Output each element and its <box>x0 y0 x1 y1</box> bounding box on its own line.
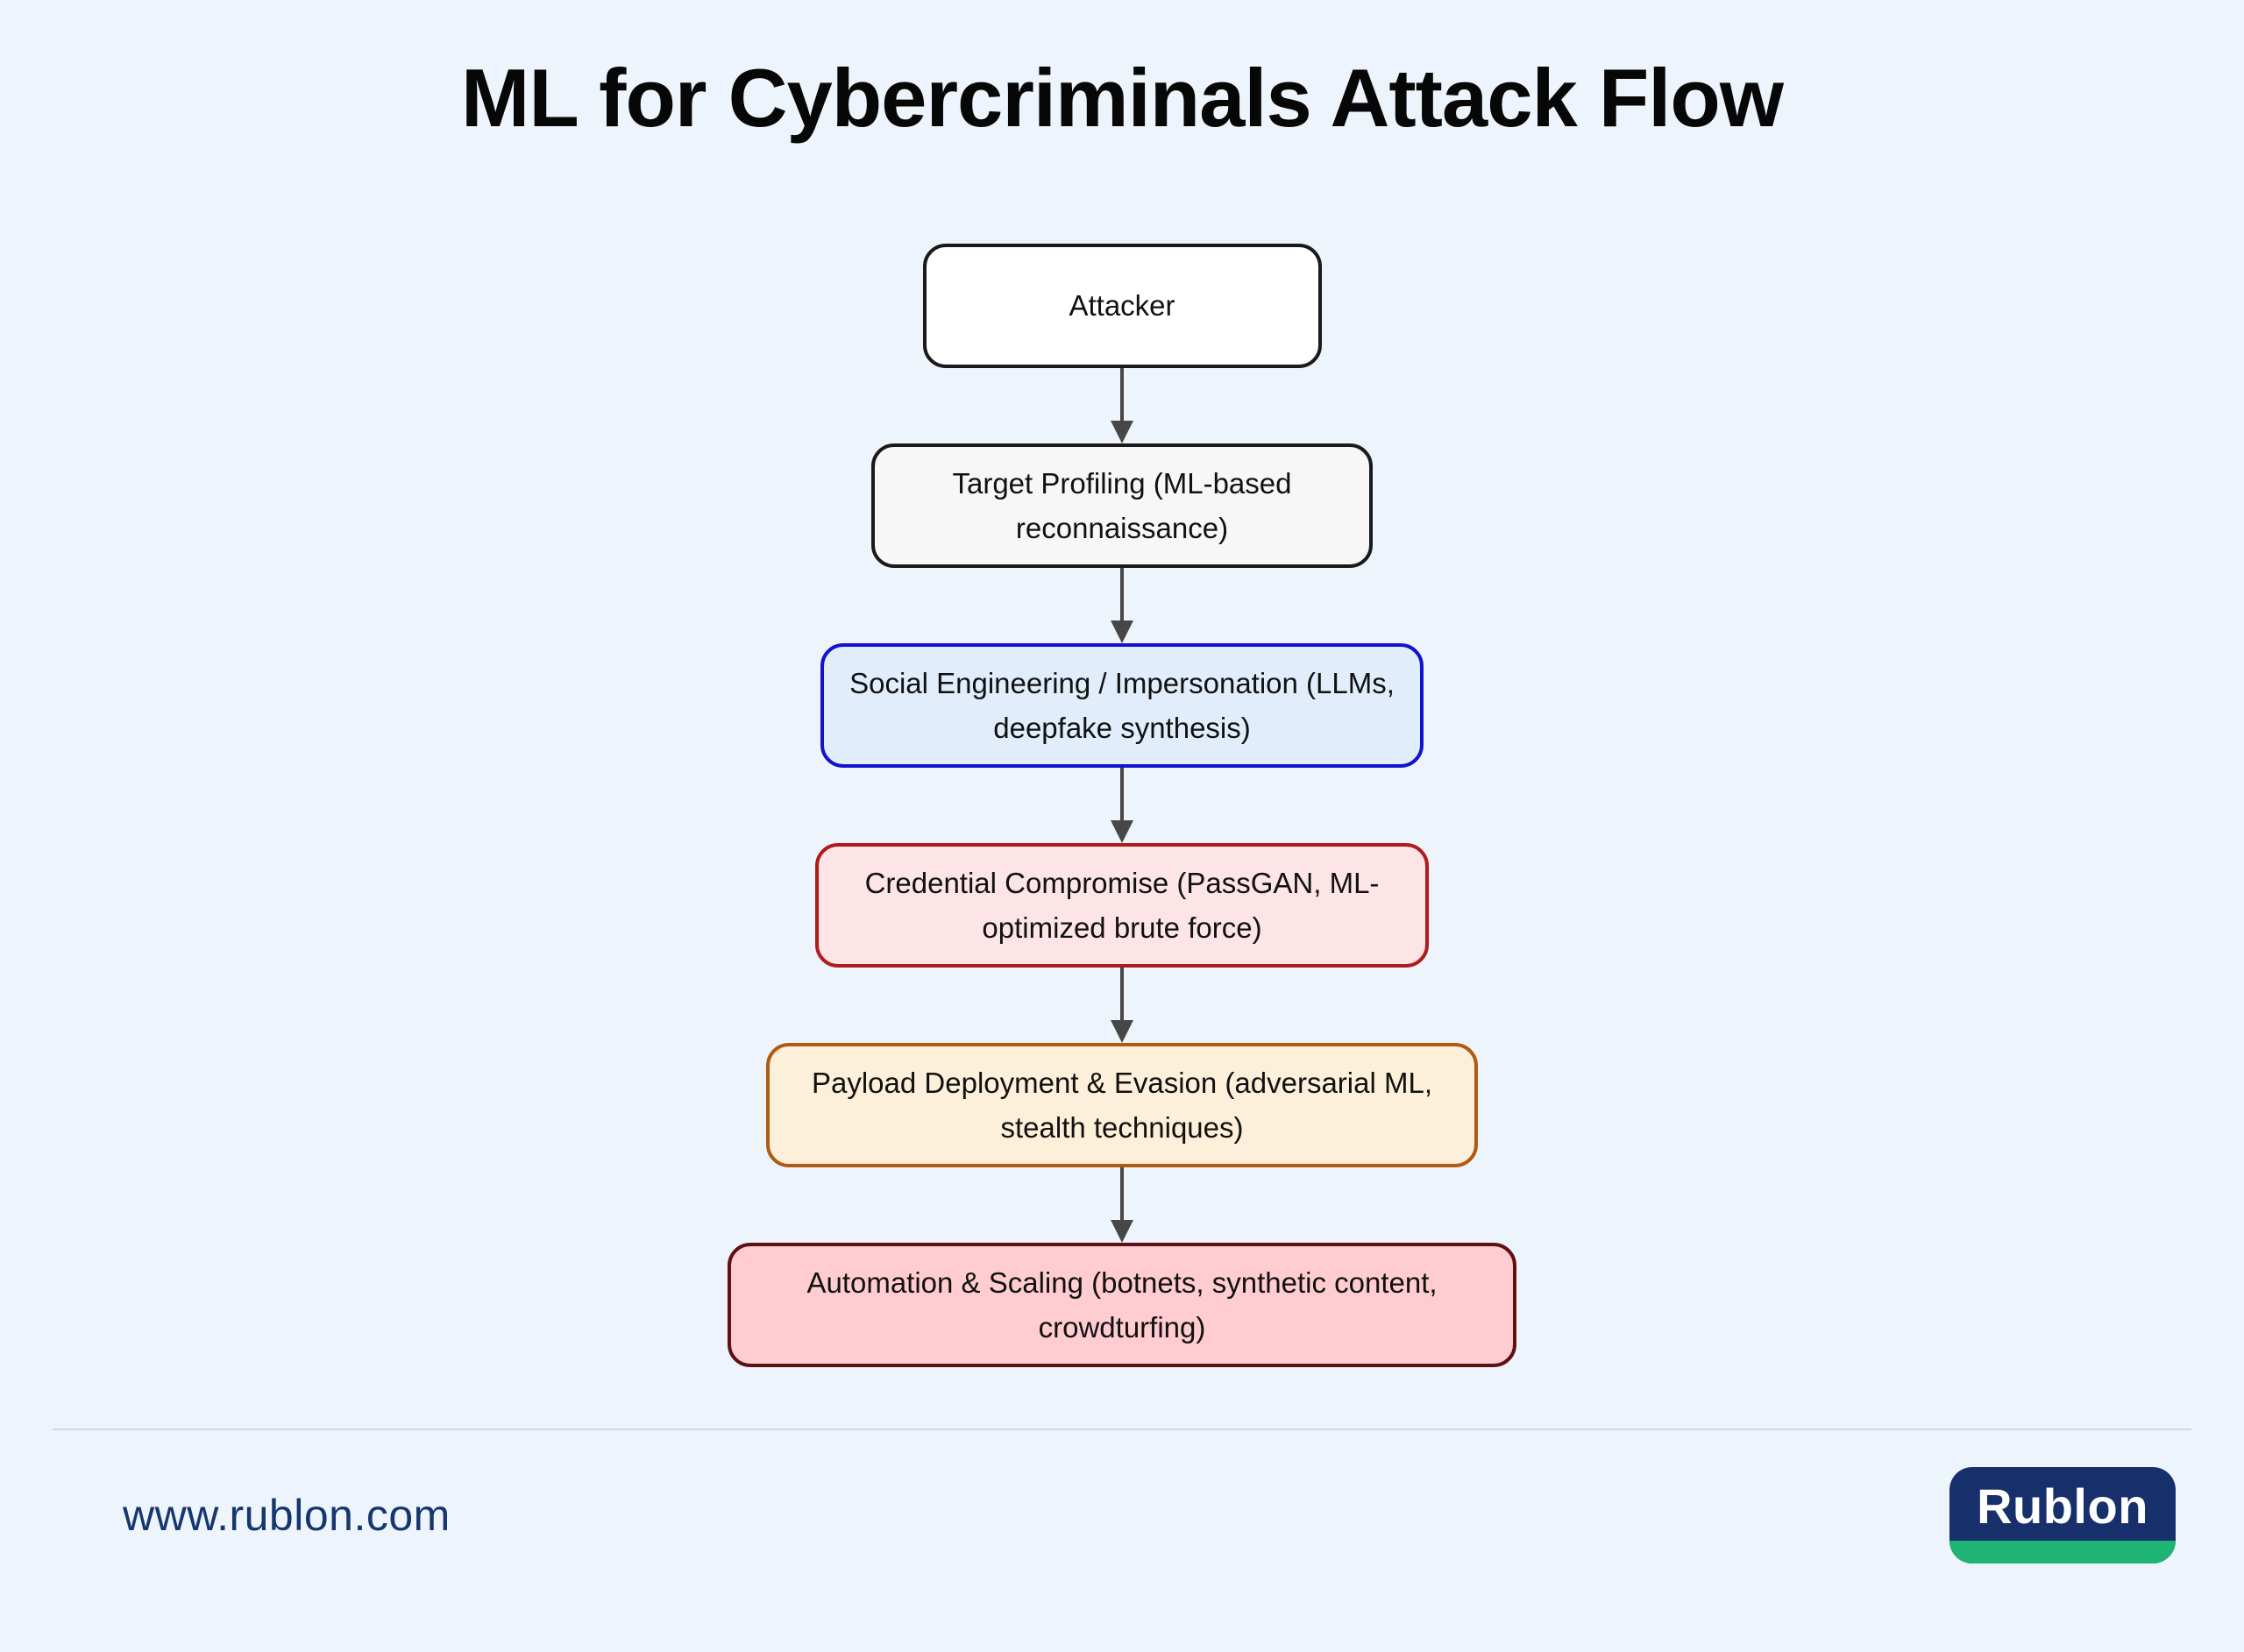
flow-arrow-down <box>1111 768 1133 843</box>
arrow-head-icon <box>1111 421 1133 443</box>
flow-arrow-down <box>1111 968 1133 1043</box>
footer: www.rublon.com Rublon <box>0 1467 2244 1563</box>
flow-node-label: Social Engineering / Impersonation (LLMs… <box>849 666 1395 744</box>
flow-arrow-down <box>1111 368 1133 443</box>
flow-node-target-profiling: Target Profiling (ML-based reconnaissanc… <box>871 443 1373 568</box>
arrow-line <box>1120 768 1124 821</box>
flow-node-automation-scaling: Automation & Scaling (botnets, synthetic… <box>728 1243 1516 1367</box>
flow-node-label: Target Profiling (ML-based reconnaissanc… <box>952 466 1292 544</box>
flow-node-attacker: Attacker <box>922 244 1322 368</box>
arrow-head-icon <box>1111 820 1133 843</box>
flow-node-payload-deployment: Payload Deployment & Evasion (adversaria… <box>766 1043 1478 1167</box>
flow-node-label: Attacker <box>1069 289 1175 323</box>
arrow-head-icon <box>1111 1220 1133 1243</box>
flow-node-social-engineering: Social Engineering / Impersonation (LLMs… <box>820 643 1424 768</box>
flow-node-label: Credential Compromise (PassGAN, ML-optim… <box>864 866 1380 944</box>
footer-divider <box>53 1429 2191 1430</box>
arrow-line <box>1120 368 1124 422</box>
arrow-line <box>1120 568 1124 621</box>
website-url: www.rublon.com <box>123 1491 451 1540</box>
arrow-line <box>1120 1167 1124 1221</box>
flow-node-label: Automation & Scaling (botnets, synthetic… <box>806 1266 1438 1344</box>
flow-arrow-down <box>1111 568 1133 643</box>
rublon-logo-green-strip <box>1949 1541 2176 1563</box>
attack-flowchart: Attacker Target Profiling (ML-based reco… <box>0 244 2244 1367</box>
arrow-head-icon <box>1111 620 1133 643</box>
page-title: ML for Cybercriminals Attack Flow <box>461 52 1784 144</box>
arrow-head-icon <box>1111 1020 1133 1043</box>
flow-arrow-down <box>1111 1167 1133 1243</box>
rublon-logo-text: Rublon <box>1977 1478 2148 1534</box>
flow-node-label: Payload Deployment & Evasion (adversaria… <box>811 1066 1432 1144</box>
arrow-line <box>1120 968 1124 1021</box>
rublon-logo: Rublon <box>1949 1467 2176 1563</box>
flow-node-credential-compromise: Credential Compromise (PassGAN, ML-optim… <box>815 843 1429 968</box>
rublon-logo-text-area: Rublon <box>1949 1467 2176 1541</box>
